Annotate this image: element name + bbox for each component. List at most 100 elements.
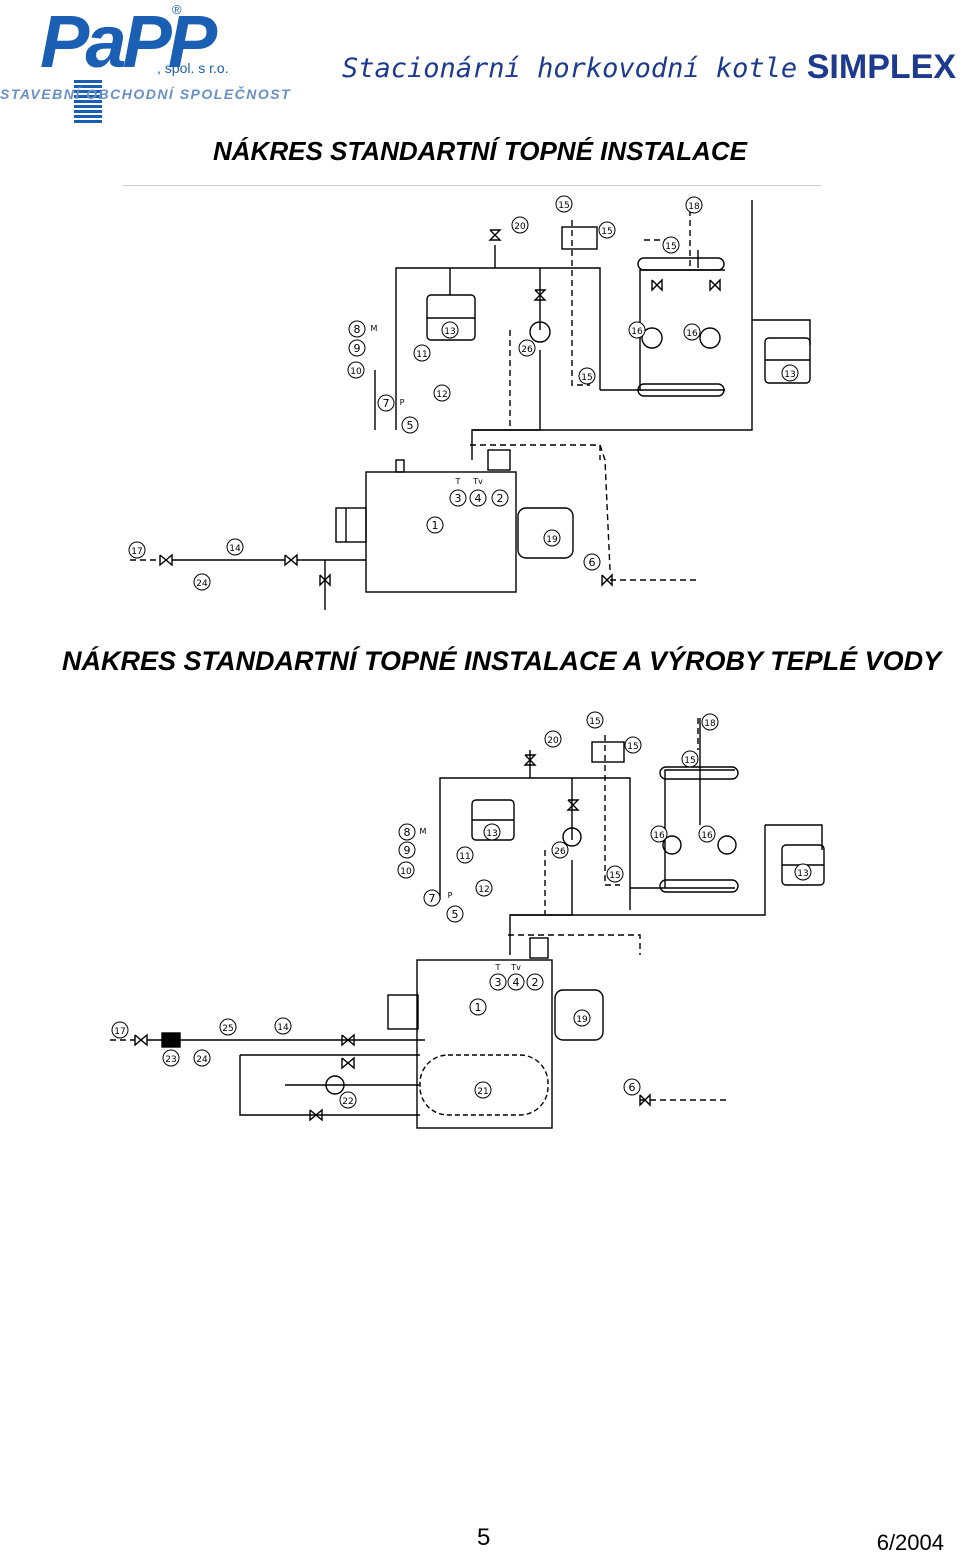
component-number: 3 bbox=[455, 492, 462, 505]
pipework bbox=[374, 200, 811, 460]
component-label-circle bbox=[681, 750, 699, 768]
component-label-circle bbox=[662, 236, 680, 254]
component-number: 13 bbox=[486, 829, 497, 839]
instrument-mark: Tv bbox=[472, 477, 483, 486]
component-number: 19 bbox=[546, 535, 558, 545]
instrument-mark: T bbox=[455, 477, 461, 486]
component-number: 1 bbox=[475, 1001, 482, 1014]
component-number: 24 bbox=[196, 579, 208, 589]
control-lines bbox=[130, 200, 700, 581]
component-number: 5 bbox=[452, 908, 459, 921]
instrument-mark: T bbox=[495, 963, 501, 972]
divider bbox=[123, 185, 821, 186]
component-label-circle bbox=[543, 529, 561, 547]
component-label-circle bbox=[526, 973, 544, 991]
boiler bbox=[387, 937, 604, 1129]
pipework bbox=[239, 718, 823, 1116]
component-label-circle bbox=[698, 825, 716, 843]
component-number: 5 bbox=[407, 419, 414, 432]
component-number: 12 bbox=[478, 885, 489, 895]
component-label-circle bbox=[348, 320, 366, 338]
component-label-circle bbox=[274, 1017, 292, 1035]
component-label-circle bbox=[441, 321, 459, 339]
component-number: 15 bbox=[581, 373, 592, 383]
component-number: 16 bbox=[701, 831, 713, 841]
component-label-circle bbox=[128, 541, 146, 559]
component-label-circle bbox=[606, 865, 624, 883]
component-number: 18 bbox=[704, 719, 716, 729]
component-number: 26 bbox=[554, 847, 566, 857]
component-label-circle bbox=[449, 489, 467, 507]
component-number: 21 bbox=[477, 1087, 488, 1097]
component-label-circle bbox=[413, 344, 431, 362]
component-number: 11 bbox=[459, 852, 470, 862]
component-label-circle bbox=[683, 323, 701, 341]
pumps bbox=[325, 827, 737, 1095]
component-number: 2 bbox=[532, 976, 539, 989]
component-label-circle bbox=[701, 713, 719, 731]
component-number: 2 bbox=[497, 492, 504, 505]
component-number: 11 bbox=[416, 350, 427, 360]
component-number: 24 bbox=[196, 1055, 208, 1065]
component-label-circle bbox=[511, 216, 529, 234]
component-label-circle bbox=[446, 905, 464, 923]
model-name: SIMPLEX bbox=[806, 48, 956, 86]
control-lines bbox=[110, 718, 730, 1101]
component-number: 10 bbox=[350, 367, 362, 377]
component-number: 26 bbox=[521, 345, 533, 355]
component-label-circle bbox=[583, 553, 601, 571]
component-label-circle bbox=[578, 367, 596, 385]
component-label-circle bbox=[339, 1091, 357, 1109]
component-label-circle bbox=[794, 863, 812, 881]
logo-company-suffix: , spol. s r.o. bbox=[157, 60, 229, 76]
component-number: 15 bbox=[589, 717, 600, 727]
component-number: 15 bbox=[609, 871, 620, 881]
component-label-circle bbox=[226, 538, 244, 556]
component-number: 15 bbox=[558, 201, 569, 211]
component-label-circle bbox=[433, 384, 451, 402]
component-number: 14 bbox=[229, 544, 241, 554]
valves bbox=[159, 229, 721, 610]
component-label-circle bbox=[685, 196, 703, 214]
component-number: 6 bbox=[589, 556, 596, 569]
component-label-circle bbox=[573, 1009, 591, 1027]
logo-wordmark: PaPP bbox=[40, 0, 217, 83]
instrument-mark: P bbox=[448, 891, 453, 900]
component-label-circle bbox=[628, 321, 646, 339]
component-label-circle bbox=[518, 339, 536, 357]
component-number: 1 bbox=[432, 519, 439, 532]
component-number: 14 bbox=[277, 1023, 289, 1033]
component-number: 22 bbox=[342, 1097, 353, 1107]
component-number: 10 bbox=[400, 867, 412, 877]
component-number: 15 bbox=[627, 742, 638, 752]
component-label-circle bbox=[456, 846, 474, 864]
component-label-circle bbox=[398, 823, 416, 841]
component-label-circle bbox=[544, 730, 562, 748]
component-label-circle bbox=[623, 1078, 641, 1096]
expansion-tanks bbox=[426, 226, 811, 397]
component-number: 15 bbox=[601, 227, 612, 237]
instrument-mark: M bbox=[371, 324, 378, 333]
component-number: 20 bbox=[514, 222, 526, 232]
component-number: 16 bbox=[631, 327, 643, 337]
component-number: 20 bbox=[547, 736, 559, 746]
page-number: 5 bbox=[477, 1524, 491, 1551]
component-number: 17 bbox=[131, 547, 142, 557]
component-label-circle bbox=[469, 998, 487, 1016]
component-number: 8 bbox=[354, 323, 361, 336]
component-label-circle bbox=[398, 841, 416, 859]
component-label-circle bbox=[489, 973, 507, 991]
document-date: 6/2004 bbox=[876, 1530, 944, 1555]
component-label-circle bbox=[193, 1049, 211, 1067]
company-logo: PaPP ® , spol. s r.o. STAVEBNÍ OBCHODNÍ … bbox=[0, 0, 290, 130]
instrument-mark: P bbox=[400, 398, 405, 407]
component-number: 9 bbox=[354, 342, 361, 355]
pumps bbox=[529, 321, 721, 349]
component-label-circle bbox=[598, 221, 616, 239]
component-label-circle bbox=[475, 879, 493, 897]
component-label-circle bbox=[162, 1049, 180, 1067]
component-number: 18 bbox=[688, 202, 700, 212]
